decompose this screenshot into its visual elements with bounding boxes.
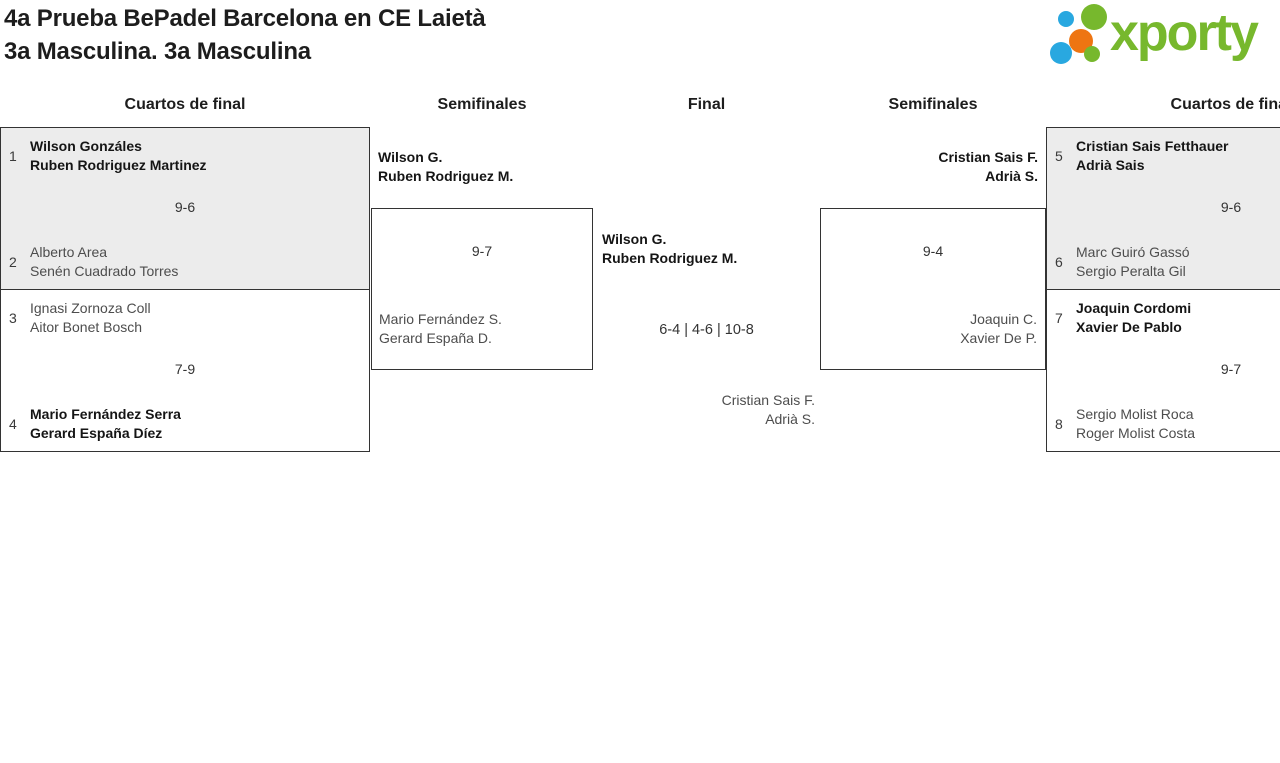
player-name: Ruben Rodriguez M.: [378, 168, 514, 184]
final-score: 6-4 | 4-6 | 10-8: [659, 322, 754, 338]
match-box-left-qf-2[interactable]: 3 Ignasi Zornoza Coll Aitor Bonet Bosch …: [0, 289, 370, 452]
round-header-right-quarterfinals: Cuartos de final: [1170, 96, 1280, 113]
player-name: Sergio Peralta Gil: [1076, 263, 1186, 279]
match-box-right-qf-1[interactable]: 5 Cristian Sais Fetthauer Adrià Sais 9-6…: [1046, 127, 1280, 290]
logo-wordmark: xporty: [1110, 4, 1259, 62]
left-semifinal-winner-label: Wilson G. Ruben Rodriguez M.: [378, 148, 513, 186]
round-header-final: Final: [687, 96, 726, 113]
seed-number: 8: [1055, 416, 1063, 432]
seed-number: 4: [9, 416, 17, 432]
player-name: Alberto Area: [30, 244, 108, 260]
team-slot-seed-1: 1 Wilson Gonzáles Ruben Rodriguez Martin…: [9, 135, 361, 177]
player-name: Adrià S.: [985, 168, 1038, 184]
match-score: 9-7: [471, 243, 493, 259]
player-name: Xavier De Pablo: [1076, 319, 1182, 335]
round-header-left-semifinals: Semifinales: [437, 96, 527, 113]
player-name: Joaquin Cordomi: [1076, 300, 1192, 316]
team-slot-seed-8: 8 Sergio Molist Roca Roger Molist Costa: [1055, 403, 1280, 445]
match-box-left-qf-1[interactable]: 1 Wilson Gonzáles Ruben Rodriguez Martin…: [0, 127, 370, 290]
match-score: 9-4: [922, 243, 944, 259]
match-box-right-qf-2[interactable]: 7 Joaquin Cordomi Xavier De Pablo 9-7 8 …: [1046, 289, 1280, 452]
final-team-top-label: Wilson G. Ruben Rodriguez M.: [602, 230, 737, 268]
player-name: Wilson G.: [602, 231, 667, 247]
player-name: Mario Fernández Serra: [30, 406, 181, 422]
match-box-left-semifinal[interactable]: 9-7 Mario Fernández S. Gerard España D.: [371, 208, 593, 370]
seed-number: 1: [9, 148, 17, 164]
player-name: Gerard España D.: [379, 330, 492, 346]
logo-dot-blue-large-icon: [1050, 42, 1072, 64]
player-name: Mario Fernández S.: [379, 311, 502, 327]
seed-number: 3: [9, 310, 17, 326]
right-semifinal-loser-label: Joaquin C. Xavier De P.: [960, 310, 1037, 348]
player-name: Wilson G.: [378, 149, 443, 165]
team-slot-seed-5: 5 Cristian Sais Fetthauer Adrià Sais: [1055, 135, 1280, 177]
xporty-logo[interactable]: xporty: [1046, 0, 1280, 72]
round-header-left-quarterfinals: Cuartos de final: [124, 96, 246, 113]
player-name: Wilson Gonzáles: [30, 138, 142, 154]
player-name: Ruben Rodriguez M.: [602, 250, 738, 266]
player-name: Adrià S.: [765, 411, 815, 427]
player-name: Cristian Sais Fetthauer: [1076, 138, 1229, 154]
player-name: Cristian Sais F.: [938, 149, 1038, 165]
team-slot-seed-3: 3 Ignasi Zornoza Coll Aitor Bonet Bosch: [9, 297, 361, 339]
seed-number: 7: [1055, 310, 1063, 326]
tournament-name: 4a Prueba BePadel Barcelona en CE Laietà: [4, 5, 486, 32]
player-name: Joaquin C.: [970, 311, 1037, 327]
player-name: Senén Cuadrado Torres: [30, 263, 179, 279]
team-slot-seed-6: 6 Marc Guiró Gassó Sergio Peralta Gil: [1055, 241, 1280, 283]
match-score: 9-6: [174, 199, 196, 215]
logo-dot-green-small-icon: [1084, 46, 1100, 62]
left-semifinal-loser-label: Mario Fernández S. Gerard España D.: [379, 310, 502, 348]
match-box-right-semifinal[interactable]: 9-4 Joaquin C. Xavier De P.: [820, 208, 1046, 370]
page-title: 4a Prueba BePadel Barcelona en CE Laietà…: [4, 2, 486, 68]
seed-number: 2: [9, 254, 17, 270]
player-name: Adrià Sais: [1076, 157, 1145, 173]
seed-number: 5: [1055, 148, 1063, 164]
team-slot-seed-4: 4 Mario Fernández Serra Gerard España Dí…: [9, 403, 361, 445]
seed-number: 6: [1055, 254, 1063, 270]
final-team-bottom-label: Cristian Sais F. Adrià S.: [722, 391, 815, 429]
player-name: Ignasi Zornoza Coll: [30, 300, 151, 316]
logo-dot-blue-small-icon: [1058, 11, 1074, 27]
player-name: Aitor Bonet Bosch: [30, 319, 143, 335]
player-name: Marc Guiró Gassó: [1076, 244, 1190, 260]
player-name: Cristian Sais F.: [721, 392, 815, 408]
team-slot-seed-2: 2 Alberto Area Senén Cuadrado Torres: [9, 241, 361, 283]
right-semifinal-winner-label: Cristian Sais F. Adrià S.: [938, 148, 1038, 186]
player-name: Sergio Molist Roca: [1076, 406, 1194, 422]
category-name: 3a Masculina. 3a Masculina: [4, 38, 311, 65]
player-name: Gerard España Díez: [30, 425, 163, 441]
player-name: Xavier De P.: [960, 330, 1037, 346]
player-name: Roger Molist Costa: [1076, 425, 1196, 441]
team-slot-seed-7: 7 Joaquin Cordomi Xavier De Pablo: [1055, 297, 1280, 339]
logo-dot-green-large-icon: [1081, 4, 1107, 30]
player-name: Ruben Rodriguez Martinez: [30, 157, 207, 173]
match-score: 9-6: [1220, 199, 1242, 215]
round-header-right-semifinals: Semifinales: [888, 96, 978, 113]
match-score: 7-9: [174, 361, 196, 377]
match-score: 9-7: [1220, 361, 1242, 377]
